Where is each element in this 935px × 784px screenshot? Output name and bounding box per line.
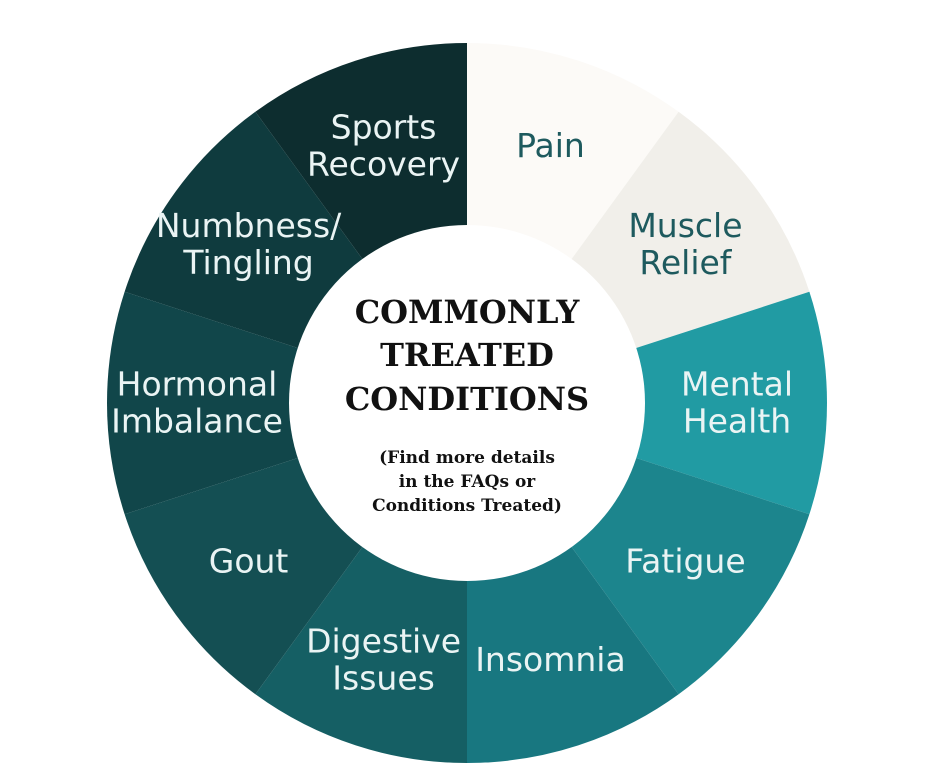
center-subtitle-line-1: (Find more details xyxy=(379,448,555,468)
segment-label-6-line-0: Gout xyxy=(209,542,289,581)
center-title-line-3: CONDITIONS xyxy=(345,380,589,418)
segment-label-7-line-0: Hormonal xyxy=(117,365,278,404)
center-disc xyxy=(289,225,645,581)
segment-label-2-line-1: Health xyxy=(683,402,791,441)
segment-label-8-line-1: Tingling xyxy=(182,243,313,282)
segment-label-3-line-0: Fatigue xyxy=(625,542,745,581)
segment-2 xyxy=(467,291,827,515)
segment-label-7-line-1: Imbalance xyxy=(111,402,283,441)
segment-label-9-line-0: Sports xyxy=(331,108,437,147)
segment-label-5-line-1: Issues xyxy=(332,658,435,697)
segment-label-5-line-0: Digestive xyxy=(306,621,461,660)
segment-label-1-line-1: Relief xyxy=(639,243,732,282)
segment-label-2-line-0: Mental xyxy=(681,365,793,404)
segment-label-8-line-0: Numbness/ xyxy=(156,206,342,245)
center-title-line-2: TREATED xyxy=(380,336,554,374)
wheel-labels: PainMuscleReliefMentalHealthFatigueInsom… xyxy=(111,108,793,698)
center-title-line-1: COMMONLY xyxy=(355,293,581,331)
segment-label-0-line-0: Pain xyxy=(516,126,585,165)
center-subtitle-line-3: Conditions Treated) xyxy=(372,496,562,516)
segment-7 xyxy=(107,291,467,515)
segment-label-1-line-0: Muscle xyxy=(628,206,742,245)
center-subtitle-line-2: in the FAQs or xyxy=(399,472,537,492)
segment-label-9-line-1: Recovery xyxy=(307,145,460,184)
segment-label-4-line-0: Insomnia xyxy=(475,640,625,679)
